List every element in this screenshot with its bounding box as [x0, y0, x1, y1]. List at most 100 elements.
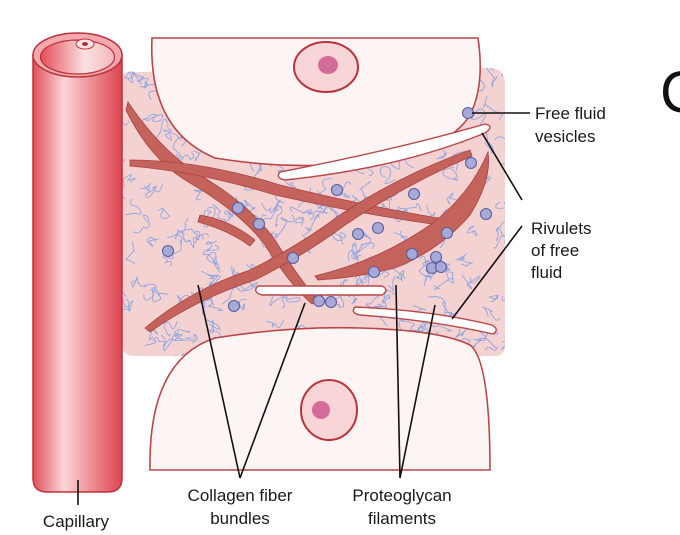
- label-free-fluid-vesicles-1: Free fluid: [535, 104, 606, 123]
- vesicle: [440, 226, 454, 240]
- filament: [269, 295, 285, 309]
- collagen-fiber-bundles: [125, 101, 489, 333]
- filament: [132, 214, 150, 234]
- filament: [173, 328, 190, 341]
- panel-letter: C: [660, 60, 680, 125]
- vesicle: [312, 294, 326, 308]
- filament: [466, 225, 478, 237]
- filament: [295, 217, 304, 226]
- bottom-cell-nucleolus: [312, 401, 330, 419]
- vesicle: [227, 299, 241, 313]
- filament: [307, 210, 328, 221]
- filament: [501, 279, 505, 301]
- vesicle: [351, 227, 365, 241]
- label-rivulets-3: fluid: [531, 263, 562, 282]
- filament: [124, 241, 136, 265]
- filament: [163, 321, 178, 337]
- vesicle: [231, 201, 245, 215]
- filament: [122, 101, 130, 126]
- filament: [342, 290, 357, 305]
- vesicle: [434, 260, 448, 274]
- filament: [433, 271, 450, 291]
- filament: [122, 291, 130, 308]
- label-free-fluid-vesicles-2: vesicles: [535, 127, 595, 146]
- leader-lines: [77, 112, 530, 505]
- filament: [461, 274, 481, 290]
- filament: [313, 202, 333, 221]
- filament: [206, 251, 220, 270]
- filament: [496, 220, 505, 242]
- label-capillary: Capillary: [43, 512, 110, 531]
- label-collagen-2: bundles: [210, 509, 270, 528]
- filament: [379, 166, 397, 185]
- filament: [125, 198, 142, 216]
- filament: [485, 338, 498, 351]
- filament: [351, 245, 359, 263]
- filament: [202, 247, 221, 273]
- filament: [387, 273, 406, 292]
- vesicle: [461, 106, 475, 120]
- filament: [142, 114, 164, 123]
- filament: [483, 95, 503, 120]
- vesicle: [464, 156, 478, 170]
- capillary: [32, 32, 123, 493]
- filament: [144, 183, 163, 198]
- filament: [420, 321, 452, 332]
- top-cell-nucleolus: [318, 56, 338, 74]
- vesicle: [479, 207, 493, 221]
- filament: [265, 319, 285, 329]
- filament: [436, 149, 448, 160]
- filament: [206, 319, 221, 330]
- filament: [143, 289, 169, 301]
- filament: [143, 283, 162, 303]
- filament: [473, 329, 498, 341]
- label-rivulets-1: Rivulets: [531, 219, 591, 238]
- filament: [182, 228, 210, 237]
- filament: [122, 188, 126, 201]
- filament: [124, 68, 145, 84]
- vesicle: [330, 183, 344, 197]
- filament: [140, 77, 150, 89]
- filament: [146, 236, 159, 248]
- filament: [158, 208, 171, 220]
- filament: [163, 331, 180, 352]
- filament: [495, 196, 505, 209]
- vesicle: [252, 217, 266, 231]
- filament: [494, 234, 505, 249]
- filament: [486, 68, 498, 88]
- label-proteoglycan-1: Proteoglycan: [352, 486, 451, 505]
- filament: [461, 253, 473, 268]
- vesicle: [161, 244, 175, 258]
- vesicle: [371, 221, 385, 235]
- filament: [393, 230, 408, 241]
- filament: [304, 219, 316, 236]
- filament: [376, 303, 388, 326]
- filament: [223, 210, 234, 220]
- filament: [289, 206, 312, 215]
- filament: [174, 229, 186, 242]
- vesicle: [429, 250, 443, 264]
- filament: [280, 214, 296, 228]
- rivulets-of-free-fluid: [255, 123, 497, 335]
- free-fluid-vesicles: [161, 106, 493, 313]
- filament: [348, 242, 375, 261]
- filament: [500, 68, 505, 77]
- label-collagen-1: Collagen fiber: [188, 486, 293, 505]
- label-proteoglycan-2: filaments: [368, 509, 436, 528]
- filament: [261, 199, 282, 214]
- vesicle: [286, 251, 300, 265]
- vesicle: [405, 247, 419, 261]
- filament: [205, 240, 220, 252]
- filament: [479, 68, 495, 71]
- vesicle: [367, 265, 381, 279]
- filament: [184, 234, 204, 249]
- filament: [122, 174, 136, 188]
- filament: [445, 269, 455, 284]
- filament: [172, 136, 184, 158]
- label-rivulets-2: of free: [531, 241, 579, 260]
- filament: [442, 166, 459, 181]
- filament: [206, 281, 218, 307]
- filament: [483, 132, 494, 154]
- filament: [164, 124, 173, 141]
- filament: [285, 180, 296, 189]
